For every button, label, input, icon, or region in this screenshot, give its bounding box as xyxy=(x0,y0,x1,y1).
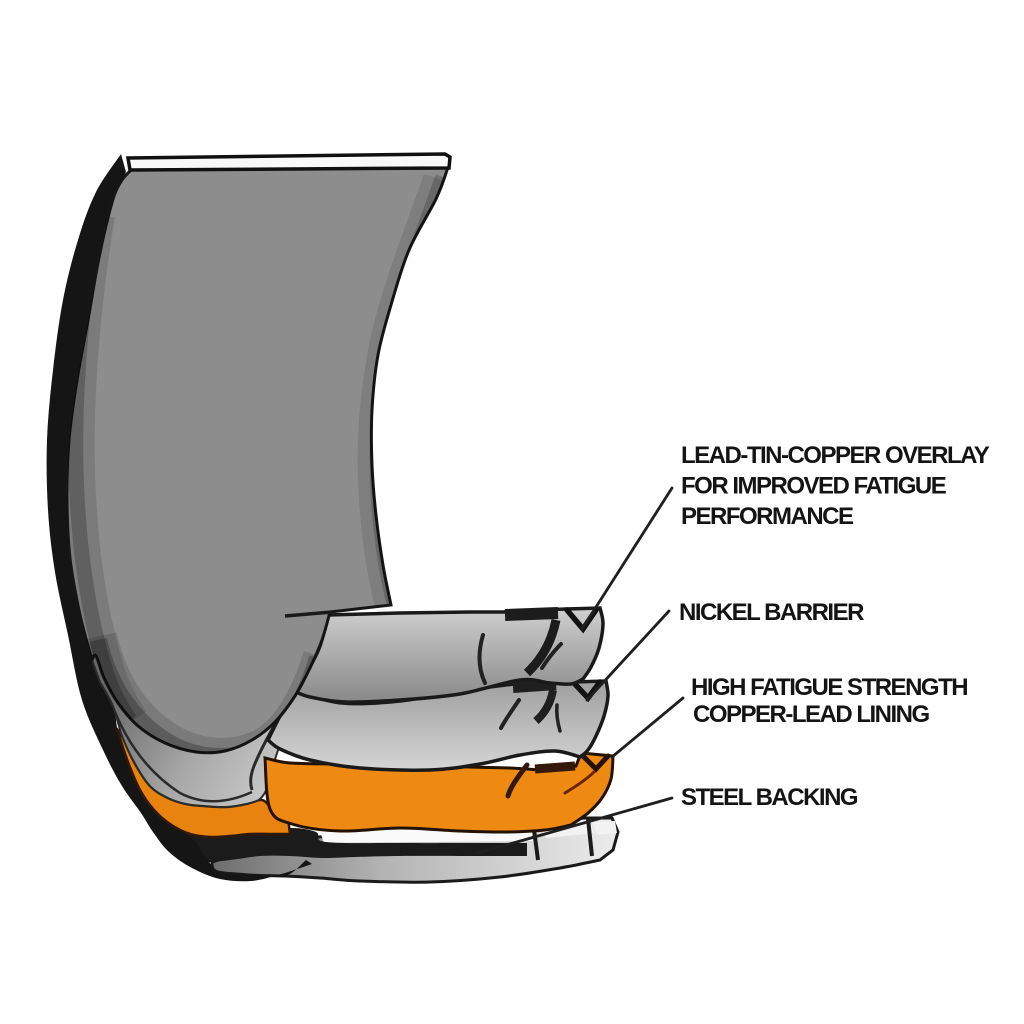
svg-text:HIGH FATIGUE STRENGTH: HIGH FATIGUE STRENGTH xyxy=(691,674,967,701)
svg-text:COPPER-LEAD LINING: COPPER-LEAD LINING xyxy=(693,701,930,728)
svg-text:NICKEL BARRIER: NICKEL BARRIER xyxy=(679,599,864,626)
svg-text:PERFORMANCE: PERFORMANCE xyxy=(681,503,854,530)
svg-text:LEAD-TIN-COPPER OVERLAY: LEAD-TIN-COPPER OVERLAY xyxy=(681,442,990,469)
svg-text:STEEL BACKING: STEEL BACKING xyxy=(681,784,858,811)
svg-text:FOR IMPROVED FATIGUE: FOR IMPROVED FATIGUE xyxy=(681,473,947,500)
